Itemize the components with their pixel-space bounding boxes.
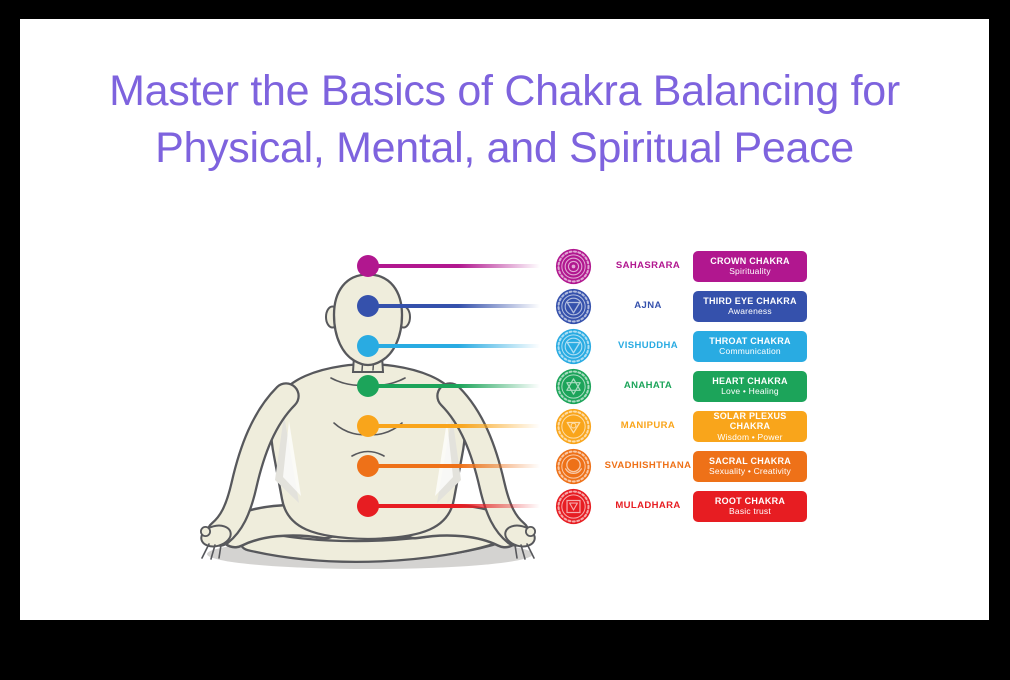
chakra-dot-anahata [357,375,379,397]
page-title-line1: Master the Basics of Chakra Balancing fo… [109,67,900,115]
chakra-card-subtitle: Basic trust [729,506,771,517]
body-shading [275,415,461,503]
meditating-person-illustration [185,245,555,575]
chakra-sanskrit-name-ajna: AJNA [634,300,662,311]
chakra-card-subtitle: Love • Healing [721,386,779,397]
chakra-card-title: SACRAL CHAKRA [708,455,792,466]
chakra-sanskrit-name-manipura: MANIPURA [620,420,676,431]
chakra-connector-line-anahata [377,384,540,388]
chakra-sanskrit-name-anahata: ANAHATA [623,380,673,391]
head [332,273,404,367]
chakra-card-subtitle: Spirituality [729,266,771,277]
chakra-symbol-throat-triangle-icon [555,328,592,365]
chakra-connector-line-svadhishthana [377,464,540,468]
chakra-card-subtitle: Wisdom • Power [717,431,783,442]
page-title-line2: Physical, Mental, and Spiritual Peace [155,124,854,172]
chakra-symbol-heart-hexagram-icon [555,368,592,405]
left-hand [199,524,232,560]
chakra-symbol-solar-triangle-icon [555,408,592,445]
chakra-symbol-root-square-icon [555,488,592,525]
arms [206,382,530,547]
chakra-card-subtitle: Awareness [728,306,772,317]
chakra-dot-vishuddha [357,335,379,357]
chakra-sanskrit-name-sahasrara: SAHASRARA [615,260,681,271]
chakra-card-subtitle: Sexuality • Creativity [708,466,791,477]
chakra-connector-line-muladhara [377,504,540,508]
chakra-dot-svadhishthana [357,455,379,477]
chakra-dot-manipura [357,415,379,437]
chakra-dot-ajna [357,295,379,317]
chakra-card-title: ROOT CHAKRA [714,495,786,506]
right-hand [504,524,536,560]
chakra-connector-line-sahasrara [377,264,540,268]
chakra-card-title: SOLAR PLEXUS CHAKRA [713,410,787,432]
chakra-card-title: THROAT CHAKRA [709,335,791,346]
chakra-sanskrit-name-vishuddha: VISHUDDHA [617,340,679,351]
chakra-sanskrit-name-svadhishthana: SVADHISHTHANA [604,460,692,471]
white-canvas: Master the Basics of Chakra Balancing fo… [20,19,989,620]
chakra-card-title: THIRD EYE CHAKRA [703,295,797,306]
chakra-connector-line-vishuddha [377,344,540,348]
chakra-symbol-third-eye-icon [555,288,592,325]
page-title: Master the Basics of Chakra Balancing fo… [20,63,989,177]
chakra-dot-muladhara [357,495,379,517]
chakra-dot-sahasrara [357,255,379,277]
meditating-person-svg [199,273,536,569]
chakra-connector-line-ajna [377,304,540,308]
chakra-card-subtitle: Communication [719,346,781,357]
chakra-sanskrit-name-muladhara: MULADHARA [615,500,681,511]
chakra-connector-line-manipura [377,424,540,428]
chakra-symbol-sacral-crescent-icon [555,448,592,485]
chakra-card-title: CROWN CHAKRA [710,255,790,266]
chakra-card-title: HEART CHAKRA [712,375,788,386]
chakra-symbol-crown-lotus-icon [555,248,592,285]
